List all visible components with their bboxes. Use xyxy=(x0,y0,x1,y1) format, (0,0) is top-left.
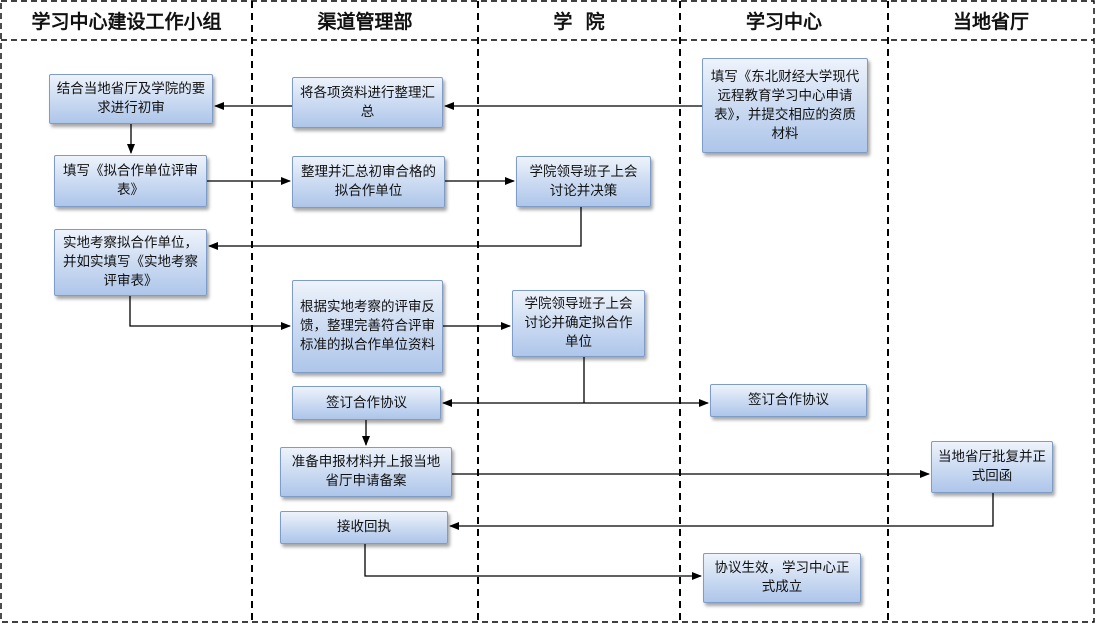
lane-header-channel: 渠道管理部 xyxy=(317,10,413,33)
lane-header-center: 学习中心 xyxy=(745,10,822,33)
node-college-decision: 学院领导班子上会讨论并决策 xyxy=(516,156,651,207)
edge-n6-n7 xyxy=(208,207,582,250)
edges-layer xyxy=(127,102,994,580)
node-preliminary-review: 结合当地省厅及学院的要求进行初审 xyxy=(49,74,213,124)
lane-header-province: 当地省厅 xyxy=(952,10,1029,33)
node-site-inspection: 实地考察拟合作单位，并如实填写《实地考察评审表》 xyxy=(54,229,207,296)
node-fill-application-form: 填写《东北财经大学现代远程教育学习中心申请表》，并提交相应的资质材料 xyxy=(702,58,868,153)
edge-n7-n8 xyxy=(129,296,291,330)
node-receive-receipt: 接收回执 xyxy=(280,511,448,544)
edge-n13-n14 xyxy=(449,493,994,530)
node-sign-agreement-channel: 签订合作协议 xyxy=(292,386,441,420)
edge-n14-n15 xyxy=(364,544,702,580)
node-summarize-qualified: 整理并汇总初审合格的拟合作单位 xyxy=(292,156,445,208)
node-compile-materials: 将各项资料进行整理汇总 xyxy=(292,77,443,128)
node-fill-evaluation-form: 填写《拟合作单位评审表》 xyxy=(54,155,207,207)
node-province-approval: 当地省厅批复并正式回函 xyxy=(931,441,1053,493)
node-center-established: 协议生效，学习中心正式成立 xyxy=(703,553,861,603)
node-sign-agreement-center: 签订合作协议 xyxy=(710,384,867,417)
node-refine-materials: 根据实地考察的评审反馈，整理完善符合评审标准的拟合作单位资料 xyxy=(292,280,443,373)
lane-header-college: 学 院 xyxy=(553,10,605,33)
lane-header-group: 学习中心建设工作小组 xyxy=(31,10,222,33)
node-confirm-partner: 学院领导班子上会讨论并确定拟合作单位 xyxy=(512,290,645,357)
node-prepare-report: 准备申报材料并上报当地省厅申请备案 xyxy=(280,447,452,497)
